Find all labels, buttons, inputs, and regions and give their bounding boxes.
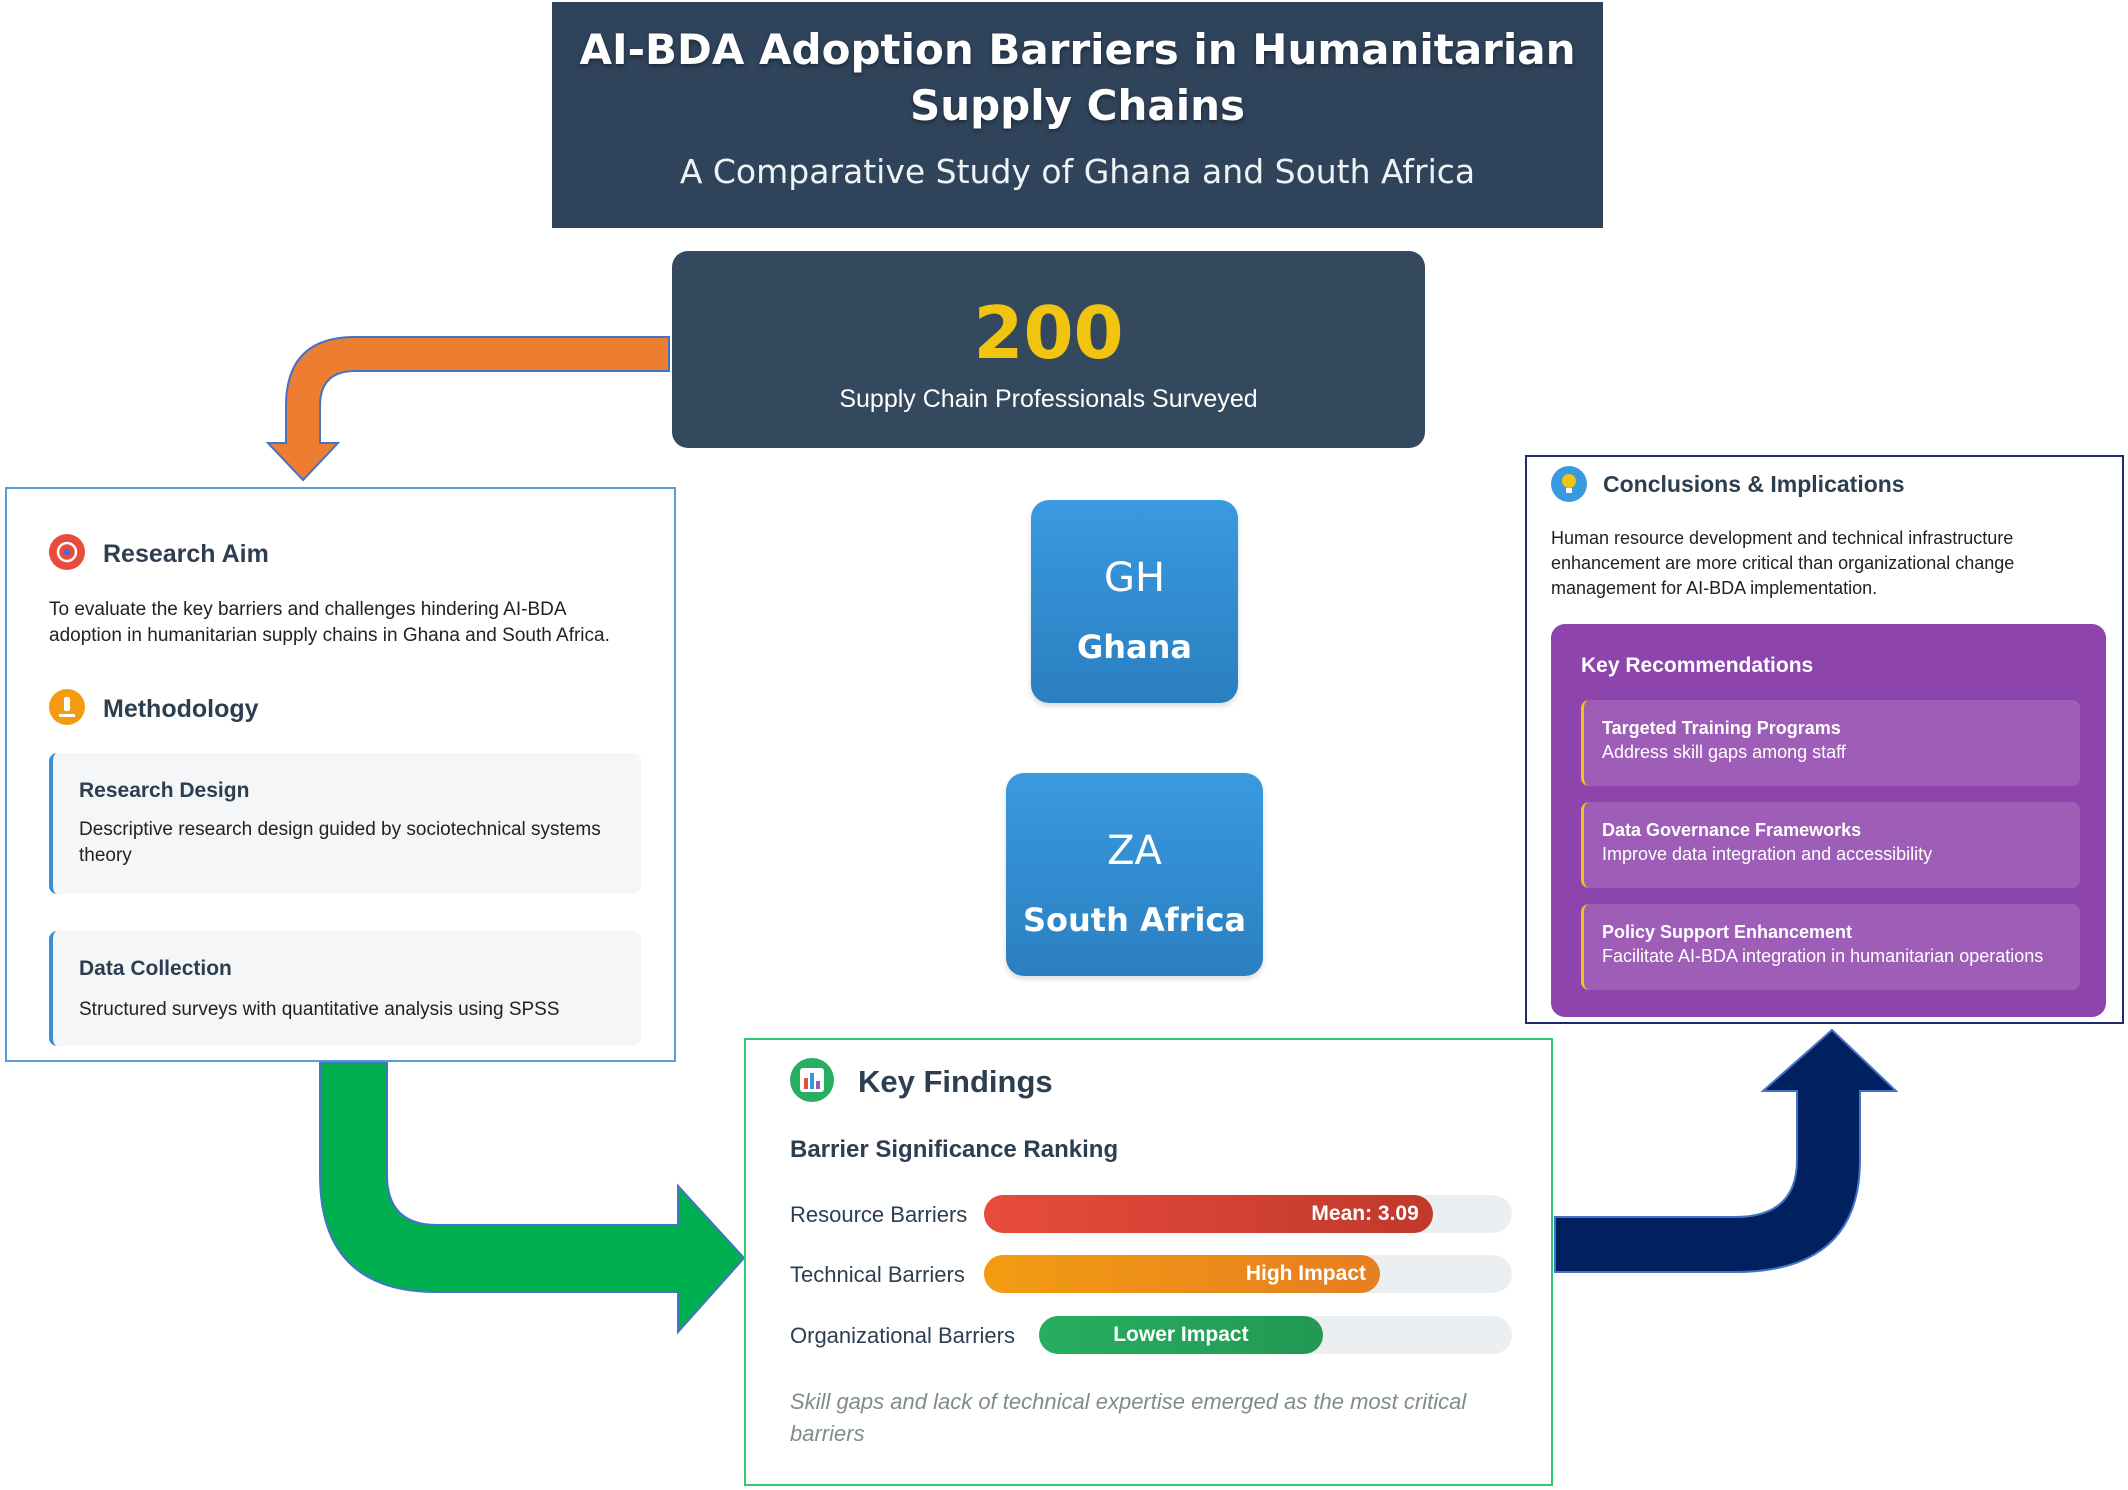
conclusions-line-3: management for AI-BDA implementation.	[1551, 578, 1878, 598]
conclusions-line-2: enhancement are more critical than organ…	[1551, 553, 2015, 573]
conclusions-panel: Conclusions & Implications Human resourc…	[1525, 455, 2124, 1024]
bar-label-technical: Technical Barriers	[790, 1262, 965, 1287]
country-card-south-africa: ZA South Africa	[1006, 773, 1263, 976]
design-line-1: Descriptive research design guided by so…	[79, 819, 601, 840]
recommendation-item: Data Governance Frameworks Improve data …	[1581, 802, 2080, 888]
title-line-2: Supply Chains	[909, 81, 1246, 130]
main-title: AI-BDA Adoption Barriers in Humanitarian…	[552, 22, 1603, 134]
recommendation-item: Targeted Training Programs Address skill…	[1581, 700, 2080, 786]
data-collection-text: Structured surveys with quantitative ana…	[79, 999, 560, 1020]
microscope-icon	[49, 689, 85, 725]
research-design-text: Descriptive research design guided by so…	[79, 817, 621, 869]
green-arrow	[319, 1061, 746, 1335]
title-line-1: AI-BDA Adoption Barriers in Humanitarian	[579, 25, 1576, 74]
recommendations-box: Key Recommendations Targeted Training Pr…	[1551, 624, 2106, 1017]
survey-label: Supply Chain Professionals Surveyed	[839, 385, 1258, 413]
bar-chart-icon	[790, 1058, 834, 1102]
note-line-1: Skill gaps and lack of technical experti…	[790, 1389, 1467, 1414]
target-icon	[49, 534, 85, 570]
bar-label-organizational: Organizational Barriers	[790, 1323, 1015, 1348]
recommendation-title: Data Governance Frameworks	[1602, 820, 1862, 840]
recommendation-title: Targeted Training Programs	[1602, 718, 1841, 738]
recommendation-item: Policy Support Enhancement Facilitate AI…	[1581, 904, 2080, 990]
research-aim-text: To evaluate the key barriers and challen…	[49, 597, 669, 649]
country-card-ghana: GH Ghana	[1031, 500, 1238, 703]
bar-track-organizational: Lower Impact	[1039, 1316, 1512, 1354]
country-code: GH	[1103, 555, 1166, 601]
bar-tag-organizational: Lower Impact	[1113, 1323, 1249, 1346]
bar-tag-resource: Mean: 3.09	[1311, 1202, 1419, 1225]
conclusions-title: Conclusions & Implications	[1603, 471, 1905, 497]
title-banner: AI-BDA Adoption Barriers in Humanitarian…	[552, 2, 1603, 228]
orange-arrow	[265, 336, 670, 482]
conclusions-line-1: Human resource development and technical…	[1551, 528, 2014, 548]
findings-note: Skill gaps and lack of technical experti…	[790, 1386, 1530, 1450]
note-line-2: barriers	[790, 1421, 865, 1446]
key-findings-title: Key Findings	[858, 1064, 1053, 1099]
ranking-subtitle: Barrier Significance Ranking	[790, 1136, 1119, 1163]
country-name: South Africa	[1022, 901, 1247, 939]
design-line-2: theory	[79, 845, 132, 866]
navy-arrow	[1554, 1028, 1899, 1273]
bar-track-technical: High Impact	[984, 1255, 1512, 1293]
recommendation-title: Policy Support Enhancement	[1602, 922, 1853, 942]
research-panel: Research Aim To evaluate the key barrier…	[5, 487, 676, 1062]
country-code: ZA	[1107, 828, 1162, 874]
survey-count-box: 200 Supply Chain Professionals Surveyed	[672, 251, 1425, 448]
conclusions-text: Human resource development and technical…	[1551, 526, 2111, 601]
country-name: Ghana	[1076, 628, 1192, 666]
bar-track-resource: Mean: 3.09	[984, 1195, 1512, 1233]
bar-fill-resource: Mean: 3.09	[984, 1195, 1433, 1233]
bar-fill-technical: High Impact	[984, 1255, 1380, 1293]
research-aim-title: Research Aim	[103, 540, 269, 568]
key-findings-panel: Key Findings Barrier Significance Rankin…	[744, 1038, 1553, 1486]
methodology-title: Methodology	[103, 695, 259, 723]
lightbulb-icon	[1551, 466, 1587, 502]
research-design-card: Research Design Descriptive research des…	[49, 753, 641, 894]
recommendation-desc: Facilitate AI-BDA integration in humanit…	[1602, 946, 2044, 966]
data-collection-card: Data Collection Structured surveys with …	[49, 931, 641, 1046]
aim-line-1: To evaluate the key barriers and challen…	[49, 599, 567, 620]
aim-line-2: adoption in humanitarian supply chains i…	[49, 625, 610, 646]
bar-fill-organizational: Lower Impact	[1039, 1316, 1323, 1354]
survey-number: 200	[973, 291, 1124, 375]
bar-label-resource: Resource Barriers	[790, 1202, 968, 1227]
subtitle: A Comparative Study of Ghana and South A…	[679, 152, 1476, 191]
research-design-title: Research Design	[79, 779, 250, 802]
data-collection-title: Data Collection	[79, 957, 232, 980]
recommendation-desc: Address skill gaps among staff	[1602, 742, 1846, 762]
recommendation-desc: Improve data integration and accessibili…	[1602, 844, 1933, 864]
recommendations-title: Key Recommendations	[1581, 654, 1814, 677]
bar-tag-technical: High Impact	[1245, 1262, 1366, 1285]
